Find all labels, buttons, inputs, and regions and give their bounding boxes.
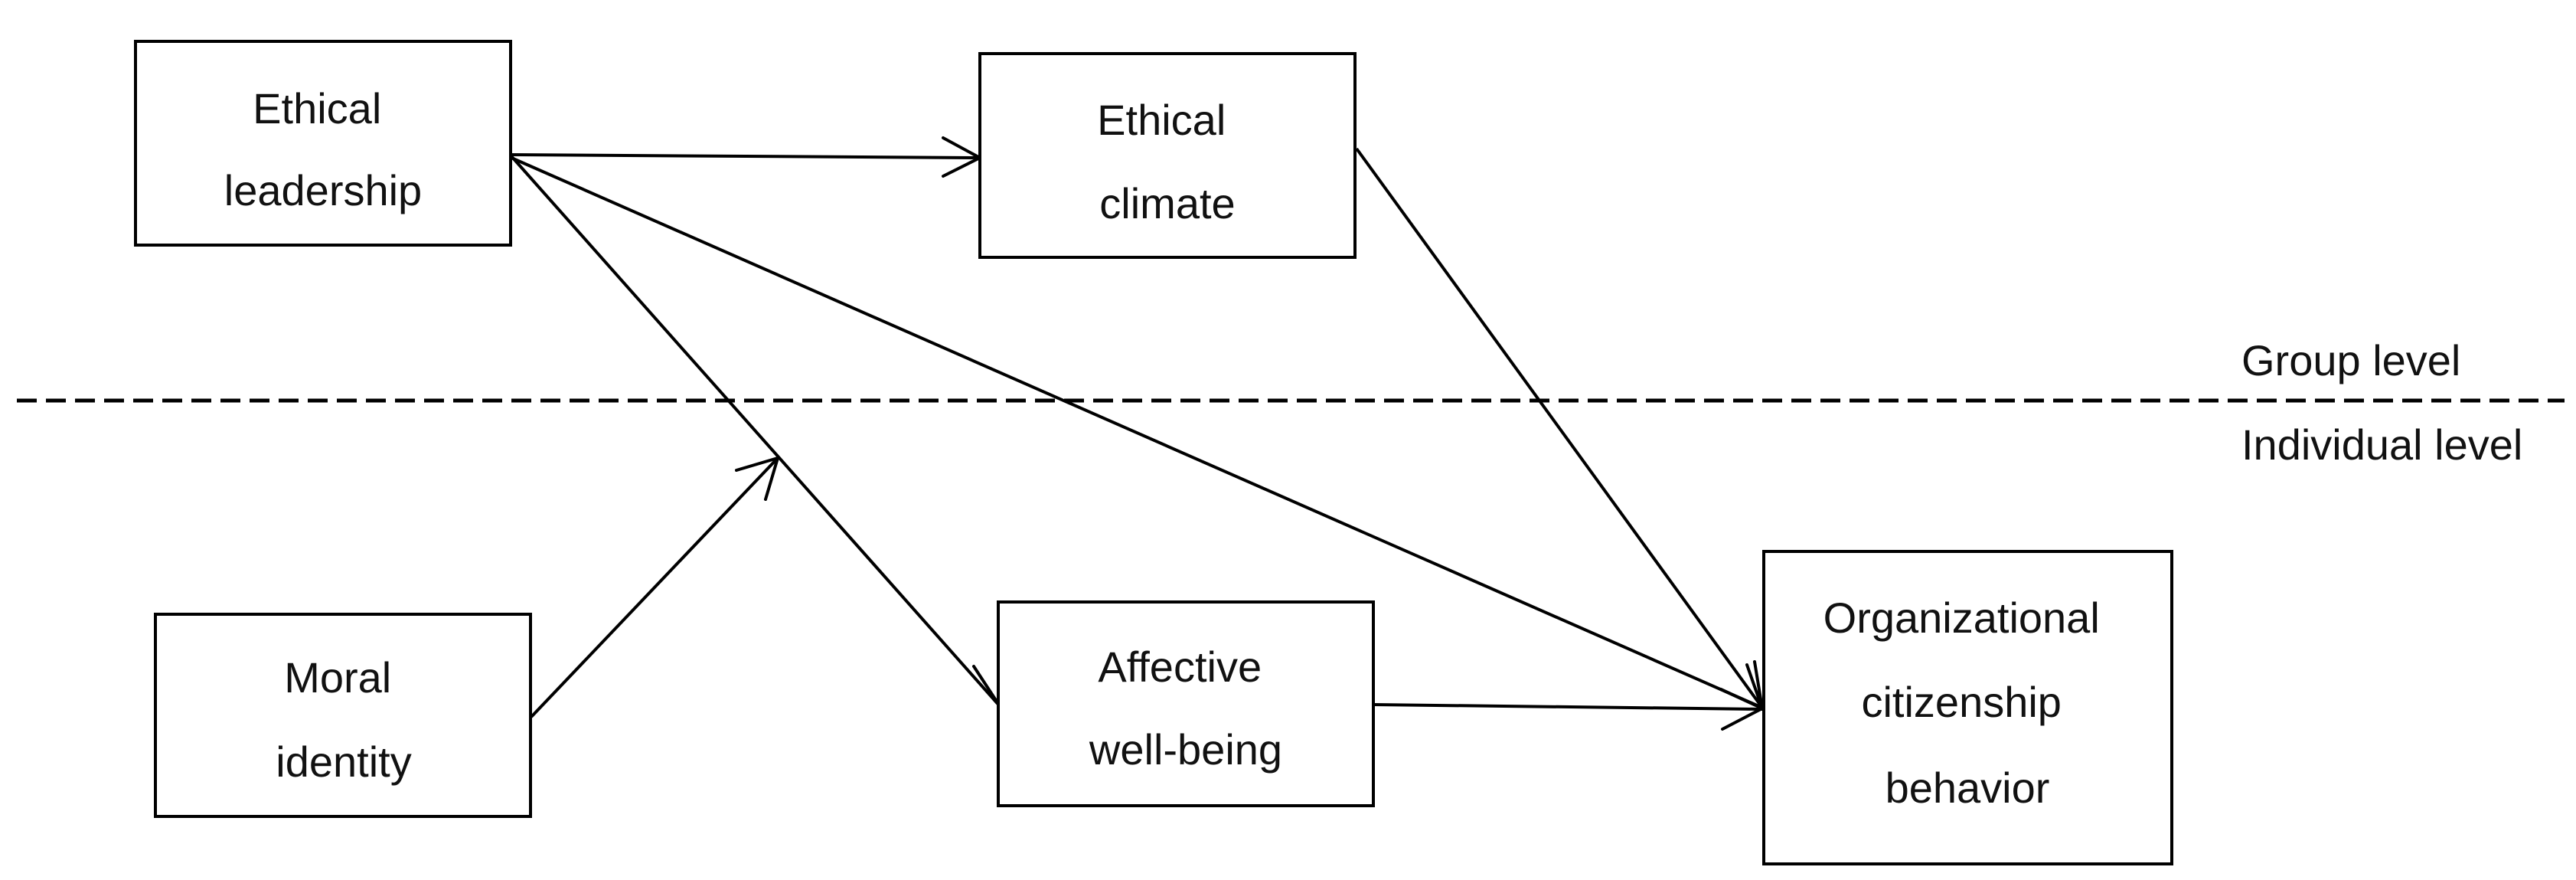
svg-text:Organizational citizensh: Organizational citizenship behavior	[1823, 594, 2112, 812]
affective-wellbeing-line-1: Affective	[1098, 643, 1262, 691]
edge-leadership-to-ocb	[511, 156, 1763, 709]
node-ethical-leadership: Ethical leadership	[134, 40, 512, 247]
edge-leadership-to-wellbeing	[510, 155, 1001, 708]
ethical-leadership-line-1: Ethical	[253, 84, 381, 132]
moral-identity-line-1: Moral	[284, 653, 391, 702]
svg-text:Affective well-being: Affective well-being	[1089, 643, 1282, 774]
edges	[510, 136, 1764, 731]
edge-climate-to-ocb	[1355, 147, 1764, 709]
node-affective-wellbeing: Affective well-being	[997, 600, 1375, 807]
ethical-climate-line-1: Ethical	[1097, 96, 1226, 144]
edge-moral-identity-moderation	[530, 456, 779, 718]
edge-leadership-to-climate	[511, 153, 981, 159]
node-moral-identity: Moral identity	[154, 613, 532, 818]
svg-text:Ethical climate: Ethical climate	[1097, 96, 1238, 227]
group-level-label: Group level	[2241, 336, 2460, 384]
node-box-affective-wellbeing	[997, 600, 1375, 807]
ocb-line-3: behavior	[1885, 764, 2050, 812]
svg-text:Moral identity: Moral identity	[276, 653, 411, 786]
arrowhead-moderation	[735, 456, 779, 501]
ocb-line-2: citizenship	[1861, 678, 2061, 726]
node-box-ethical-climate	[978, 52, 1357, 259]
node-ethical-climate: Ethical climate	[978, 52, 1357, 259]
affective-wellbeing-line-2: well-being	[1089, 725, 1282, 774]
node-box-ocb	[1762, 550, 2173, 865]
moral-identity-line-2: identity	[276, 738, 411, 786]
node-box-ethical-leadership	[134, 40, 512, 247]
svg-text:Ethical leadership: Ethical leadership	[224, 84, 422, 214]
edge-wellbeing-to-ocb	[1373, 703, 1763, 711]
node-ocb: Organizational citizenship behavior	[1762, 550, 2173, 865]
node-box-moral-identity	[154, 613, 532, 818]
individual-level-label: Individual level	[2241, 420, 2522, 469]
ocb-line-1: Organizational	[1823, 594, 2100, 642]
ethical-climate-line-2: climate	[1099, 179, 1235, 227]
ethical-leadership-line-2: leadership	[224, 166, 422, 214]
